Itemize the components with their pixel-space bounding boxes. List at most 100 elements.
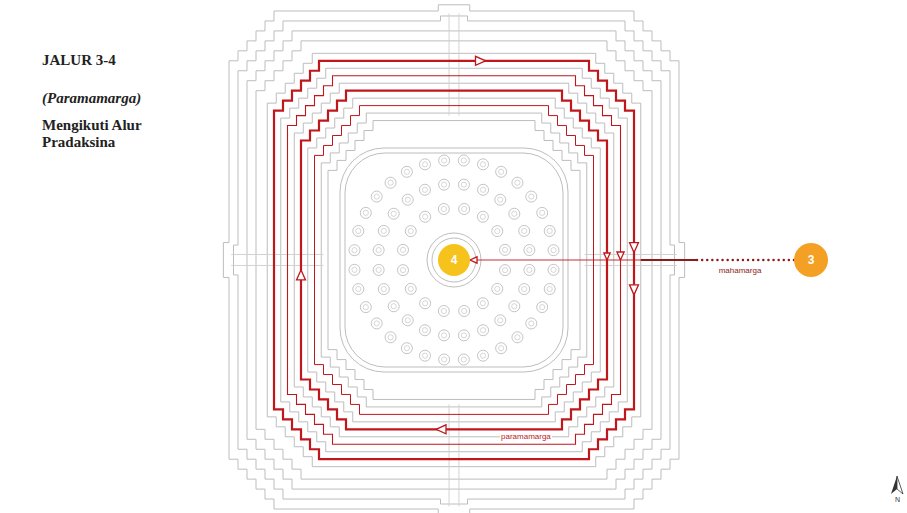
stupa-symbol [458,354,469,365]
stupa-symbol [388,301,399,312]
stupa-symbol [381,286,386,291]
stupa-symbol [522,286,527,291]
stupa-symbol [480,328,485,333]
stupa-symbol [349,245,360,256]
stupa-symbol [461,182,466,187]
stupa-symbol [401,166,412,177]
north-label: N [895,496,900,504]
stupa-symbol [529,321,534,326]
path-arrow [630,285,639,295]
stupa-symbol [385,332,396,343]
stupa-symbol [547,286,552,291]
stupa-symbol [548,245,559,256]
stupa-symbol [439,330,450,341]
stupa-symbol [498,318,503,323]
stupa-symbol [349,264,360,275]
path-arrow [604,253,610,260]
stupa-symbol [363,305,368,310]
stupa-symbol [459,306,470,317]
stupa-symbol [422,353,427,358]
stupa-symbol [500,244,511,255]
stupa-symbol [495,286,500,291]
point-number: 4 [451,254,458,266]
terrace-outline [247,31,661,489]
stupa-symbol [376,247,381,252]
stupa-symbol [522,228,527,233]
north-arrow [891,476,897,494]
stupa-symbol [391,304,396,309]
stupa-symbol [371,191,382,202]
main-stupa [432,238,476,282]
stupa-symbol [401,343,412,354]
stupa-symbol [371,318,382,329]
stupa-symbol [441,308,446,313]
stupa-symbol [544,284,555,295]
main-stupa [427,233,481,287]
stair-line [449,404,450,506]
stupa-symbol [478,350,489,361]
stupa-symbol [461,333,466,338]
stupa-symbol [402,315,413,326]
stupa-symbol [515,180,520,185]
route-label: mahamarga [718,266,763,275]
stupa-symbol [400,268,405,273]
stair-line [585,265,677,266]
stupa-symbol [512,332,523,343]
stupa-symbol [391,211,396,216]
stupa-symbol [458,179,469,190]
stupa-symbol [527,247,532,252]
stair-line [458,13,459,115]
route-arrowhead [470,257,477,263]
stair-line [458,404,459,506]
path-point-circle: 3 [794,243,828,277]
stupa-symbol [353,284,364,295]
stupa-symbol [509,208,520,219]
stupa-symbol [540,210,545,215]
stupa-symbol [422,187,427,192]
stupa-symbol [439,179,450,190]
stupa-symbol [405,283,416,294]
stupa-symbol [439,155,450,166]
stupa-symbol [356,286,361,291]
north-arrow [897,476,903,494]
stupa-symbol [422,328,427,333]
stupa-symbol [512,304,517,309]
stupa-symbol [352,267,357,272]
stupa-symbol [480,301,485,306]
stupa-symbol [360,302,371,313]
stupa-symbol [423,214,428,219]
stupa-symbol [524,245,535,256]
stupa-symbol [397,244,408,255]
stupa-symbol [478,184,489,195]
stupa-symbol [529,194,534,199]
point-number: 3 [808,254,815,266]
stupa-symbol [373,245,384,256]
stupa-symbol [376,267,381,272]
stupa-symbol [527,267,532,272]
stupa-symbol [439,354,450,365]
path-arrow [297,270,306,280]
stupa-symbol [537,207,548,218]
stupa-symbol [551,248,556,253]
stair-line [585,254,677,255]
stupa-symbol [526,318,537,329]
stupa-symbol [419,350,430,361]
stupa-symbol [402,194,413,205]
stupa-symbol [498,197,503,202]
stupa-symbol [441,333,446,338]
stupa-symbol [461,357,466,362]
stupa-symbol [400,247,405,252]
stupa-symbol [363,210,368,215]
stupa-symbol [492,226,503,237]
stupa-symbol [441,206,446,211]
stupa-symbol [381,228,386,233]
stupa-symbol [500,265,511,276]
path-point-circle: 4 [438,244,470,276]
route-solid [641,259,697,261]
stupa-symbol [495,194,506,205]
stair-line [231,254,323,255]
stupa-symbol [459,203,470,214]
stupa-symbol [422,162,427,167]
terrace-outline [234,16,675,504]
stupa-symbol [540,305,545,310]
